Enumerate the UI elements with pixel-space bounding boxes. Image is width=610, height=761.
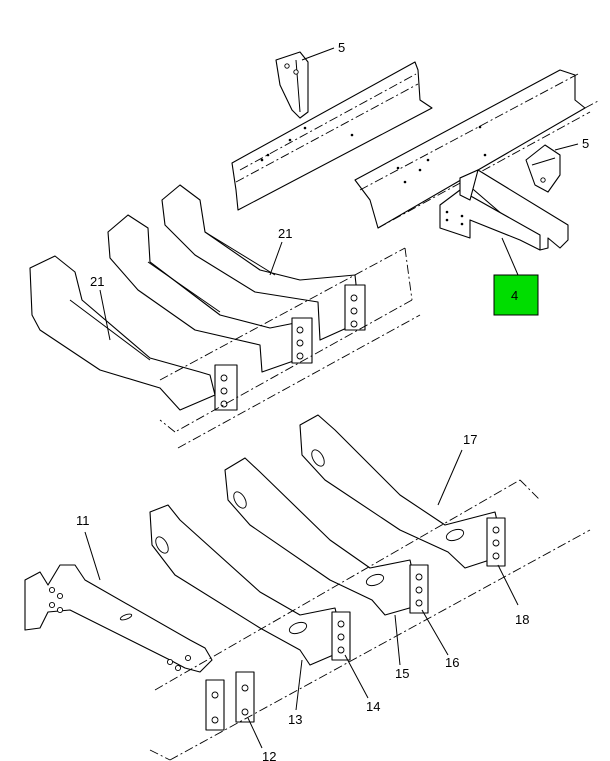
lower-crossmember-11 xyxy=(24,564,213,673)
upper-frame-phantom xyxy=(159,247,421,449)
upper-right-frame-rail xyxy=(354,69,601,229)
callout-5-top: 5 xyxy=(338,40,345,55)
callout-4[interactable]: 4 xyxy=(511,288,518,303)
callout-16: 16 xyxy=(445,655,459,670)
crossmember-4 xyxy=(439,169,569,251)
callout-17: 17 xyxy=(463,432,477,447)
upper-crossmember-left xyxy=(29,255,216,411)
bracket-5-right xyxy=(525,144,561,193)
callout-12: 12 xyxy=(262,749,276,761)
highlight-box-item-4[interactable] xyxy=(493,274,539,316)
callout-21-lower: 21 xyxy=(90,274,104,289)
callout-21-upper: 21 xyxy=(278,226,292,241)
callout-5-right: 5 xyxy=(582,136,589,151)
leader-lines xyxy=(84,47,579,749)
lower-crossmember-17 xyxy=(299,414,506,569)
callout-15: 15 xyxy=(395,666,409,681)
upper-left-frame-rail xyxy=(231,61,433,211)
plate-12 xyxy=(205,671,255,731)
callout-13: 13 xyxy=(288,712,302,727)
callout-11: 11 xyxy=(76,513,90,528)
lower-frame-phantom xyxy=(149,479,591,761)
callout-18: 18 xyxy=(515,612,529,627)
bracket-5-top xyxy=(275,51,309,119)
lower-crossmember-bolt-holes xyxy=(331,517,506,661)
callout-14: 14 xyxy=(366,699,380,714)
upper-crossmember-bolt-holes xyxy=(214,284,366,411)
